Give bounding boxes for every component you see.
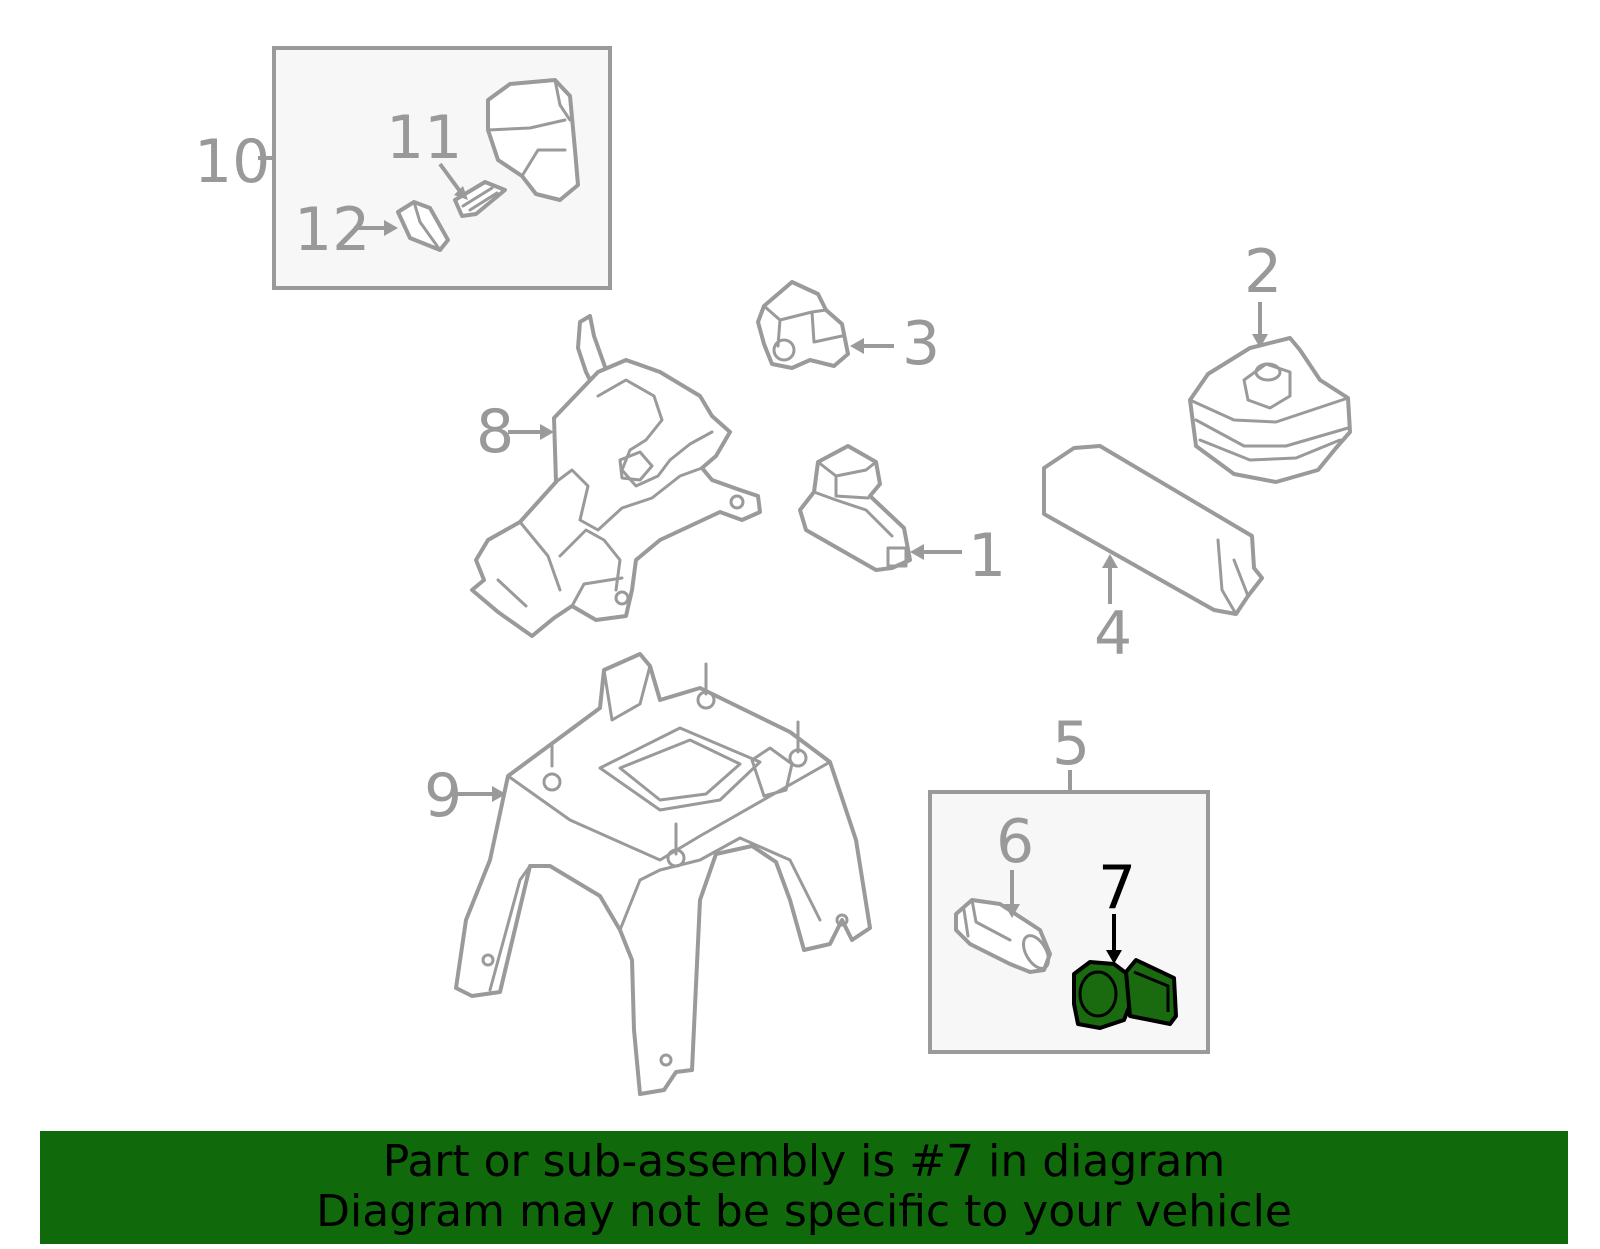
banner-line-disclaimer: Diagram may not be specific to your vehi…	[316, 1186, 1292, 1237]
banner-line-part-number: Part or sub-assembly is #7 in diagram	[382, 1136, 1226, 1187]
info-banner: Part or sub-assembly is #7 in diagram Di…	[40, 1131, 1568, 1244]
switch-part-1	[798, 444, 912, 572]
pin-part-12	[396, 200, 450, 252]
control-unit-part-2	[1188, 336, 1352, 484]
clip-part-11	[453, 180, 507, 218]
socket-part-6	[954, 898, 1052, 974]
module-part-4	[1042, 444, 1264, 616]
outlet-part-7-highlighted[interactable]	[1072, 958, 1178, 1030]
shifter-assembly-part-8	[470, 314, 762, 638]
callout-6: 6	[996, 807, 1034, 877]
callout-10: 10	[194, 127, 270, 197]
callout-11: 11	[386, 103, 462, 173]
callout-2: 2	[1244, 237, 1282, 307]
callout-4: 4	[1094, 599, 1132, 669]
console-bracket-part-9	[454, 652, 872, 1096]
sensor-part-3	[756, 280, 850, 370]
callout-3: 3	[902, 309, 940, 379]
callout-7: 7	[1098, 853, 1136, 923]
callout-5: 5	[1052, 709, 1090, 779]
callout-8: 8	[476, 397, 514, 467]
shift-knob-part	[486, 78, 580, 202]
callout-1: 1	[968, 521, 1006, 591]
callout-9: 9	[424, 761, 462, 831]
